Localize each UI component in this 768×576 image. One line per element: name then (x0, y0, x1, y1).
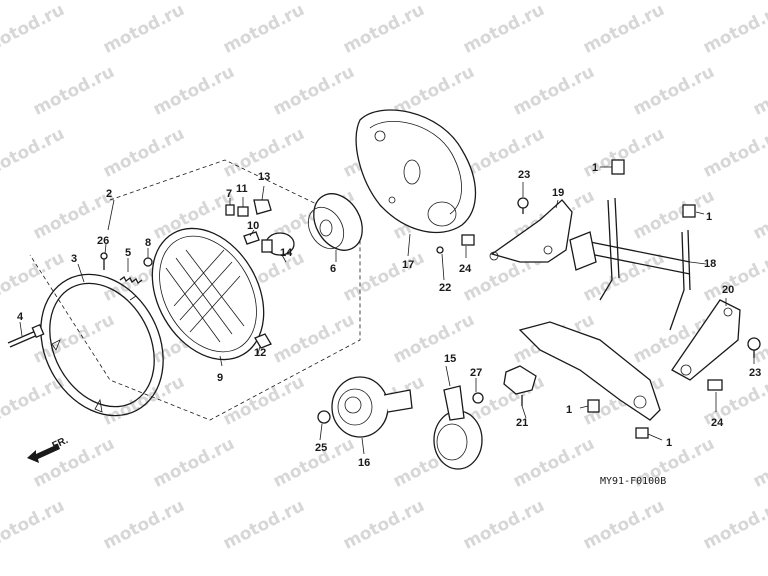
callout-17: 17 (402, 259, 414, 271)
horn-low (331, 376, 413, 438)
bulb-clip (225, 204, 235, 216)
callout-8: 8 (145, 237, 151, 249)
callout-21: 21 (516, 417, 528, 429)
callout-6: 6 (330, 263, 336, 275)
adjust-spring (119, 276, 143, 284)
horn-switch (503, 365, 537, 406)
pilot-socket (254, 333, 272, 349)
socket-clip (237, 206, 249, 217)
callout-23: 23 (518, 169, 530, 181)
callout-1: 1 (592, 162, 598, 174)
callout-5: 5 (125, 247, 131, 259)
nut (143, 257, 153, 267)
callout-7: 7 (226, 188, 232, 200)
callout-16: 16 (358, 457, 370, 469)
callout-25: 25 (315, 442, 327, 454)
callout-12: 12 (254, 347, 266, 359)
callout-24: 24 (459, 263, 472, 275)
front-arrow-icon: FR. (27, 435, 70, 463)
callout-4: 4 (17, 311, 24, 323)
bolt (517, 197, 529, 214)
callout-19: 19 (552, 187, 564, 199)
bolt (317, 410, 331, 424)
callout-20: 20 (722, 284, 734, 296)
callout-15: 15 (444, 353, 456, 365)
adjust-screw (100, 252, 108, 270)
callout-1: 1 (566, 404, 572, 416)
callout-3: 3 (71, 253, 77, 265)
callout-9: 9 (217, 372, 223, 384)
callout-26: 26 (97, 235, 109, 247)
callout-10: 10 (247, 220, 259, 232)
bolt (461, 234, 475, 246)
headlight-rim (40, 273, 164, 417)
callout-27: 27 (470, 367, 482, 379)
bolt (682, 204, 696, 218)
callout-11: 11 (236, 183, 248, 195)
lower-bracket (518, 321, 661, 421)
bolt (611, 159, 625, 175)
horn-high (433, 385, 483, 470)
callout-23: 23 (749, 367, 761, 379)
dust-cover (307, 193, 363, 251)
callout-1: 1 (706, 211, 712, 223)
horn-bracket (671, 299, 741, 381)
headlight-assembly-box (29, 159, 361, 421)
headlight-bulb (261, 232, 295, 256)
leader-lines (19, 166, 755, 455)
bolt (635, 427, 649, 439)
callout-13: 13 (258, 171, 270, 183)
headlight-stay (569, 197, 691, 331)
callout-1: 1 (666, 437, 672, 449)
drawing-code: MY91-F0100B (600, 476, 666, 487)
callout-22: 22 (439, 282, 451, 294)
screw (7, 323, 45, 348)
front-label: FR. (51, 435, 70, 452)
headlight-unit (151, 227, 265, 361)
callout-14: 14 (280, 247, 293, 259)
callout-18: 18 (704, 258, 716, 270)
socket (253, 199, 272, 215)
bolt (587, 399, 600, 413)
bracket (490, 199, 573, 263)
screw (436, 246, 444, 254)
callout-2: 2 (106, 188, 112, 200)
headlight-case (355, 109, 477, 234)
bolt (747, 337, 761, 358)
bolt (707, 379, 723, 391)
callout-24: 24 (711, 417, 724, 429)
bolt (472, 392, 484, 404)
